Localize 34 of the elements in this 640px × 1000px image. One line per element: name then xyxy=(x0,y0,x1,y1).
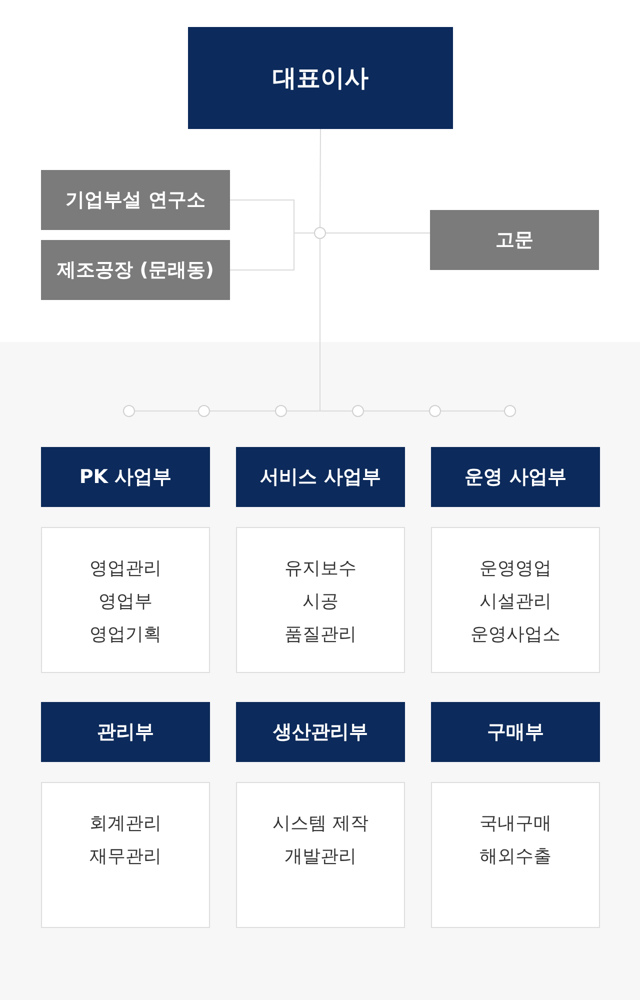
duty-box xyxy=(41,782,210,928)
department-header: PK 사업부 xyxy=(41,447,210,507)
duty-text: 국내구매 xyxy=(480,812,552,836)
duty-box xyxy=(236,527,405,673)
junction-circle xyxy=(314,227,326,239)
unit-box: 고문 xyxy=(430,210,599,270)
department-header: 서비스 사업부 xyxy=(236,447,405,507)
duty-text: 개발관리 xyxy=(284,845,356,869)
duty-box xyxy=(431,782,600,928)
duty-text: 시공 xyxy=(302,590,338,614)
duty-text: 운영사업소 xyxy=(470,623,560,647)
duty-text: 영업관리 xyxy=(90,557,162,581)
duty-text: 시설관리 xyxy=(480,590,552,614)
duty-text: 시스템 제작 xyxy=(272,812,368,836)
duty-text: 영업기획 xyxy=(90,623,162,647)
duty-box xyxy=(431,527,600,673)
duty-text: 품질관리 xyxy=(284,623,356,647)
duty-text: 유지보수 xyxy=(284,557,356,581)
duty-text: 회계관리 xyxy=(90,812,162,836)
duty-box xyxy=(236,782,405,928)
department-header: 구매부 xyxy=(431,702,600,762)
connector-line xyxy=(326,232,430,234)
connector-line xyxy=(320,128,321,228)
unit-box: 제조공장 (문래동) xyxy=(41,240,230,300)
title-box: 대표이사 xyxy=(188,27,453,129)
department-header: 관리부 xyxy=(41,702,210,762)
duty-text: 해외수출 xyxy=(480,845,552,869)
duty-text: 재무관리 xyxy=(90,845,162,869)
duty-box xyxy=(41,527,210,673)
department-header: 운영 사업부 xyxy=(431,447,600,507)
department-header: 생산관리부 xyxy=(236,702,405,762)
duty-text: 영업부 xyxy=(98,590,152,614)
unit-box: 기업부설 연구소 xyxy=(41,170,230,230)
duty-text: 운영영업 xyxy=(480,557,552,581)
